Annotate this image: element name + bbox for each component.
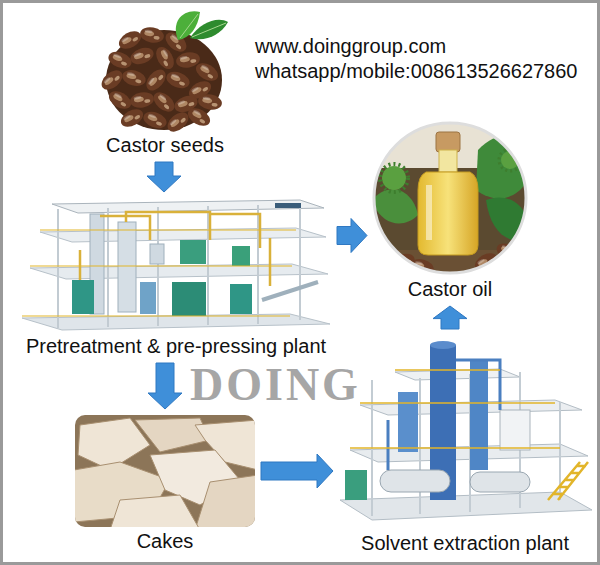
watermark: DOING: [190, 362, 361, 408]
castor-oil-picture: [372, 120, 530, 280]
watermark-holder: DOING: [190, 362, 361, 408]
castor-seeds-picture: [180, 14, 226, 38]
solvent-extraction-plant-picture: [380, 470, 450, 492]
cakes-picture: [135, 418, 210, 452]
castor-seeds-picture: [139, 26, 165, 45]
castor-seeds-picture: [143, 66, 170, 94]
solvent-extraction-plant-picture: [350, 370, 560, 448]
castor-seeds-picture: [141, 109, 169, 131]
flow-arrow: [433, 306, 467, 329]
pretreatment-plant-picture: [230, 284, 252, 314]
castor-seeds-picture: [118, 106, 146, 131]
stage-label: Castor oil: [370, 278, 530, 301]
solvent-extraction-plant-picture: [398, 392, 418, 452]
cakes-picture: [110, 495, 200, 527]
solvent-extraction-plant-picture: [548, 462, 588, 500]
castor-seeds-picture: [185, 105, 213, 130]
castor-seeds-picture: [98, 11, 228, 135]
castor-oil-picture: [372, 120, 530, 280]
pretreatment-plant-picture: [72, 280, 94, 314]
pretreatment-plant-picture: [118, 222, 136, 312]
seed-stage: Castor seeds: [95, 12, 235, 159]
pretreatment-plant-picture: [275, 203, 301, 208]
pretreatment-plant-picture: [22, 230, 296, 316]
pretreatment-plant-picture: [150, 244, 164, 264]
castor-oil-picture: [439, 150, 457, 172]
solvent-extraction-plant-picture: [340, 492, 592, 520]
castor-seeds-picture: [106, 88, 134, 113]
solvent-extraction-plant-picture: [470, 472, 530, 492]
solvent-extraction-plant-picture: [470, 360, 488, 470]
cakes-picture: [74, 415, 258, 530]
solvent-extraction-plant-picture: [430, 341, 456, 349]
castor-seeds-picture: [150, 89, 178, 116]
castor-seeds-picture: [106, 49, 134, 71]
castor-oil-picture: [436, 132, 460, 152]
pretreatment-plant-picture: [172, 282, 206, 316]
castor-seeds-picture: [129, 91, 155, 110]
castor-seeds-picture: [193, 60, 221, 85]
solvent-extraction-plant-picture: [372, 372, 560, 516]
castor-seeds-picture: [164, 69, 192, 91]
website-url: www.doinggroup.com: [255, 35, 446, 58]
flow-arrow: [148, 363, 182, 409]
castor-oil-picture: [380, 164, 408, 192]
solvent-extraction-plant-picture: [345, 470, 367, 500]
pretreatment-plant-picture: [180, 240, 206, 264]
solvent-extraction-plant-picture: [340, 341, 592, 520]
castor-oil-picture: [494, 240, 522, 264]
castor-seeds-picture: [116, 28, 144, 53]
flow-arrow: [261, 454, 333, 488]
contact-number-holder: whatsapp/mobile:008613526627860: [255, 60, 578, 83]
pretreatment-plant-picture: [232, 246, 250, 266]
castor-oil-picture: [382, 166, 406, 190]
castor-seeds-picture: [153, 44, 178, 72]
pretreatment-plant-picture: [80, 212, 270, 286]
castor-seeds-picture: [164, 109, 192, 136]
cakes-picture: [75, 415, 255, 527]
stage-label: Castor seeds: [95, 134, 235, 157]
castor-oil-picture: [418, 172, 478, 255]
castor-oil-picture: [472, 250, 500, 275]
byproduct-stage: Cakes: [72, 412, 258, 555]
flow-arrow: [337, 219, 367, 253]
pretreatment-plant-picture: [262, 282, 318, 300]
stage-label: Pretreatment & pre-pressing plant: [18, 335, 334, 358]
castor-oil-picture: [372, 189, 418, 223]
pretreatment-plant-picture: [140, 282, 156, 314]
stage-label: Solvent extraction plant: [336, 532, 594, 555]
flow-arrow: [147, 162, 181, 192]
castor-seeds-picture: [128, 45, 156, 67]
stage-label: Cakes: [72, 530, 258, 553]
pretreatment-plant-picture: [22, 200, 330, 330]
plant-stage: Solvent extraction plant: [336, 332, 594, 557]
castor-oil-picture: [372, 120, 530, 280]
castor-oil-picture: [374, 123, 526, 273]
castor-seeds-picture: [197, 93, 223, 112]
plant-stage: Pretreatment & pre-pressing plant: [18, 195, 334, 360]
contact-number: whatsapp/mobile:008613526627860: [255, 60, 578, 83]
website-url-holder: www.doinggroup.com: [255, 35, 446, 58]
product-stage: Castor oil: [370, 118, 530, 303]
castor-seeds-picture: [120, 68, 147, 89]
solvent-extraction-plant-picture: [388, 360, 500, 470]
castor-seeds-picture: [98, 67, 126, 94]
castor-oil-picture: [426, 185, 432, 240]
cakes-picture: [195, 475, 255, 527]
solvent-extraction-plant-picture: [500, 410, 530, 450]
